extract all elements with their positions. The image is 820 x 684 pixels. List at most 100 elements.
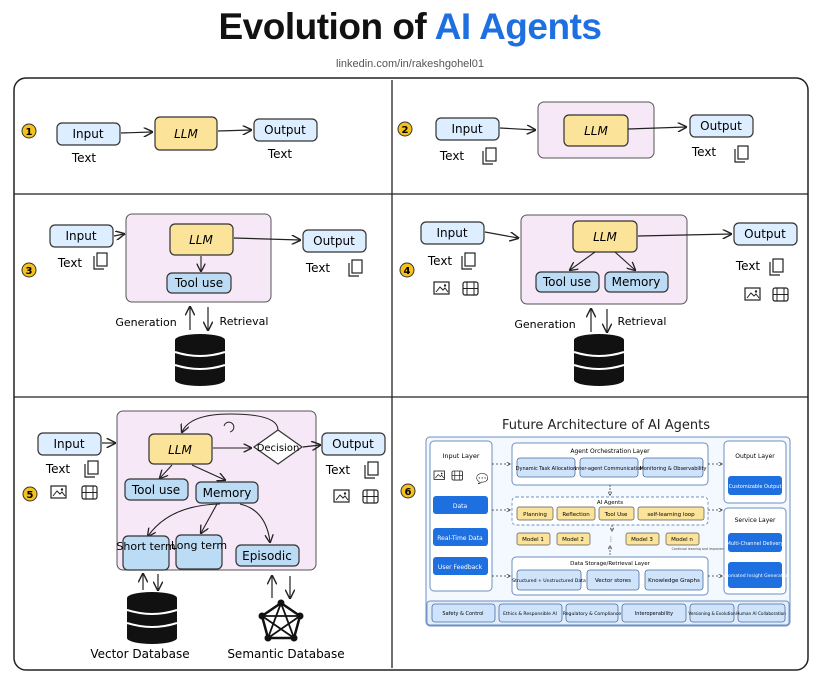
input-box: [49, 224, 114, 248]
agent-panel: [125, 213, 272, 303]
panel-2: 2 Input Text LLM Output Text: [397, 101, 754, 165]
database-icon: [126, 591, 178, 645]
badge-1-label: 1: [26, 127, 33, 138]
tool-use-label: Tool use: [542, 275, 591, 289]
document-icon: [769, 258, 784, 276]
badge-5: [22, 486, 38, 502]
storage-item-structured: Structured + Unstructured Data: [512, 578, 586, 584]
image-icon: [433, 470, 445, 480]
input-label: Input: [65, 229, 96, 243]
document-icon: [348, 259, 363, 277]
text-label: Text: [45, 462, 71, 476]
input-item-box: [433, 528, 488, 546]
llm-label: LLM: [189, 233, 213, 247]
retrieval-label: Retrieval: [220, 315, 269, 328]
text-label: Text: [427, 254, 453, 268]
input-label: Input: [72, 127, 103, 141]
decision-diamond: [252, 429, 304, 465]
badge-4-label: 4: [404, 266, 411, 277]
storage-item-graphs: Knowledge Graphs: [648, 578, 700, 584]
badge-1: [21, 123, 37, 139]
bottom-item-versioning: Versioning & Evolution: [688, 611, 736, 616]
model-2: Model 2: [562, 537, 584, 543]
bottom-item-interop: Interoperability: [635, 611, 673, 617]
model-n: Model n: [671, 537, 693, 543]
output-label: Output: [264, 123, 306, 137]
service-layer-label: Service Layer: [735, 517, 776, 524]
agent-item-selflearning: self-learning loop: [647, 512, 695, 518]
input-label: Input: [451, 122, 482, 136]
video-icon: [362, 489, 379, 504]
input-label: Input: [53, 437, 84, 451]
input-label: Input: [436, 226, 467, 240]
database-icon: [174, 333, 226, 387]
badge-2-label: 2: [402, 125, 409, 136]
orch-item-comm: Inter-agent Communication: [575, 466, 644, 472]
bottom-item-safety: Safety & Control: [442, 611, 483, 617]
model-note: Continual learning and improvement: [672, 547, 731, 551]
panel-1: 1 Input Text LLM Output Text: [21, 116, 318, 165]
document-icon: [84, 460, 99, 478]
llm-box: [563, 114, 629, 147]
document-icon: [734, 145, 749, 163]
subtitle: linkedin.com/in/rakeshgohel01: [336, 58, 484, 70]
text-label: Text: [691, 145, 717, 159]
text-label: Text: [57, 256, 83, 270]
input-layer: [429, 440, 493, 592]
knowledge-graph-icon: [258, 599, 304, 642]
document-icon: [461, 252, 476, 270]
document-icon: [93, 252, 108, 270]
memory-label: Memory: [203, 486, 252, 500]
llm-box: [572, 220, 638, 253]
title-accent: AI Agents: [434, 6, 602, 47]
badge-5-label: 5: [27, 490, 34, 501]
llm-label: LLM: [174, 127, 198, 141]
badge-6-label: 6: [405, 487, 412, 498]
text-label: Text: [325, 463, 351, 477]
image-icon: [50, 485, 67, 499]
episodic-label: Episodic: [242, 549, 292, 563]
bottom-item-ethics: Ethics & Responsible AI: [503, 611, 557, 617]
future-title: Future Architecture of AI Agents: [502, 418, 710, 433]
text-label: Text: [267, 147, 293, 161]
semantic-database-label: Semantic Database: [227, 647, 344, 661]
panel-4: 4 Input Text LLM Tool use Memory Output …: [399, 214, 798, 387]
badge-4: [399, 262, 415, 278]
generation-label: Generation: [115, 316, 176, 329]
long-term-label: Long term: [171, 539, 227, 552]
output-box: [733, 222, 798, 246]
input-box: [56, 122, 121, 146]
agent-item-tooluse: Tool Use: [604, 512, 628, 518]
video-icon: [451, 470, 463, 481]
video-icon: [81, 485, 98, 500]
short-term-box: [122, 535, 170, 571]
output-label: Output: [700, 119, 742, 133]
bottom-item-regulatory: Regulatory & Compliance: [563, 611, 622, 617]
output-label: Output: [744, 227, 786, 241]
text-label: Text: [439, 149, 465, 163]
llm-box: [154, 116, 218, 151]
output-box: [302, 229, 367, 253]
short-term-label: Short term: [116, 540, 175, 553]
bottom-item-human-ai: Human AI Collaboration: [736, 611, 786, 616]
vector-database-label: Vector Database: [90, 647, 189, 661]
text-label: Text: [305, 261, 331, 275]
memory-label: Memory: [612, 275, 661, 289]
image-icon: [433, 281, 450, 295]
output-label: Output: [332, 437, 374, 451]
input-layer-label: Input Layer: [442, 452, 479, 460]
chat-icon: 💬: [476, 472, 489, 485]
retrieval-label: Retrieval: [618, 315, 667, 328]
loop-icon: [223, 421, 235, 433]
page-title: Evolution of AI Agents: [0, 6, 820, 48]
orchestration-layer-label: Agent Orchestration Layer: [570, 448, 650, 455]
service-item-multichannel: Multi-Channel Delivery: [727, 541, 784, 547]
panel-5: 5 Input Text LLM Decision Tool use Memor…: [22, 410, 386, 661]
input-item-box: [433, 557, 488, 575]
text-label: Text: [735, 259, 761, 273]
input-box: [435, 117, 500, 141]
orch-item-monitor: Monitoring & Observability: [640, 466, 707, 472]
input-box: [37, 432, 102, 456]
outer-frame: [13, 77, 809, 671]
